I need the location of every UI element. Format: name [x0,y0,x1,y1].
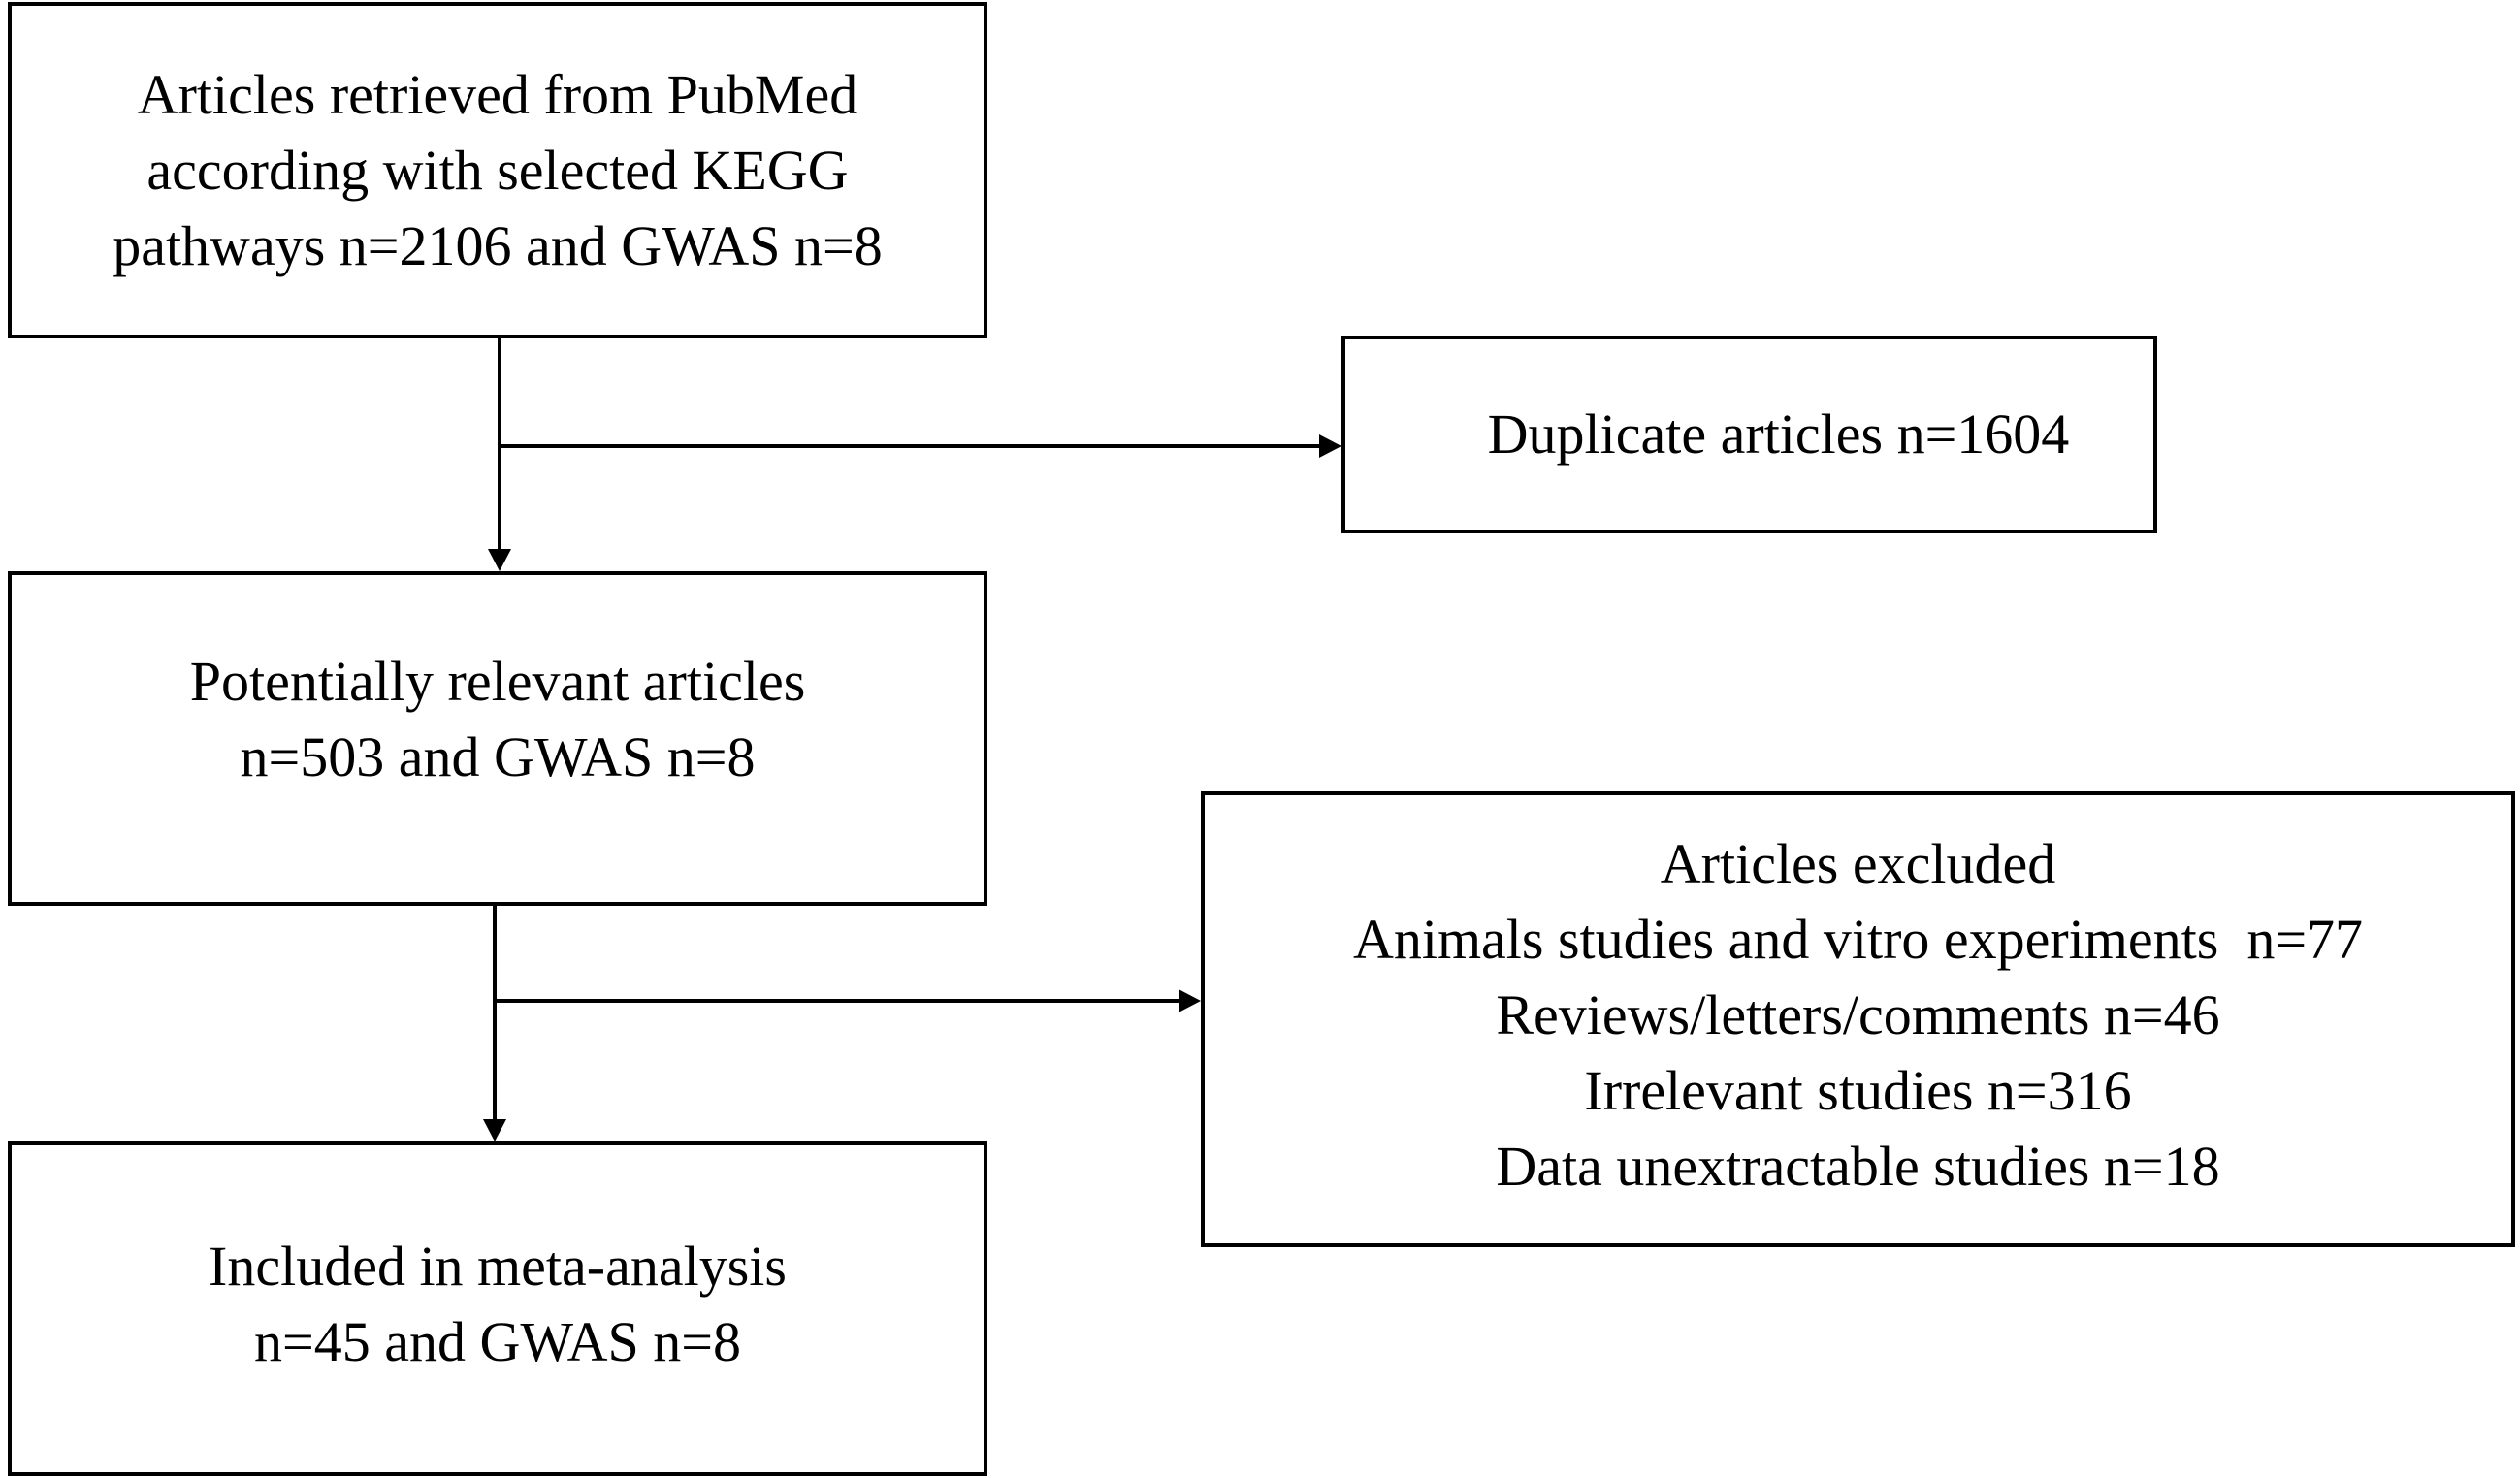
relevant-line-1: Potentially relevant articles [189,649,806,713]
excluded-articles-box: Articles excluded Animals studies and vi… [1201,791,2515,1247]
duplicate-articles-box: Duplicate articles n=1604 [1341,336,2157,533]
excluded-line-3: Reviews/letters/comments n=46 [1496,983,2220,1046]
retrieved-line-2: according with selected KEGG [146,138,849,202]
duplicate-line-1: Duplicate articles n=1604 [1487,402,2070,466]
relevant-articles-box: Potentially relevant articles n=503 and … [8,571,987,906]
arrowhead-duplicate [1319,434,1341,458]
retrieved-line-3: pathways n=2106 and GWAS n=8 [113,213,883,277]
excluded-line-2: Animals studies and vitro experiments n=… [1352,908,2364,971]
relevant-line-2: n=503 and GWAS n=8 [240,724,756,788]
excluded-line-5: Data unextractable studies n=18 [1496,1135,2220,1198]
excluded-line-4: Irrelevant studies n=316 [1584,1059,2132,1122]
arrowhead-relevant [488,549,511,571]
included-meta-analysis-box: Included in meta-analysis n=45 and GWAS … [8,1141,987,1476]
excluded-line-1: Articles excluded [1660,832,2056,895]
included-line-1: Included in meta-analysis [209,1234,787,1298]
included-line-2: n=45 and GWAS n=8 [253,1309,741,1373]
retrieved-articles-box: Articles retrieved from PubMed according… [8,2,987,338]
arrowhead-excluded [1179,989,1201,1012]
retrieved-line-1: Articles retrieved from PubMed [137,62,858,126]
arrowhead-included [483,1119,506,1141]
